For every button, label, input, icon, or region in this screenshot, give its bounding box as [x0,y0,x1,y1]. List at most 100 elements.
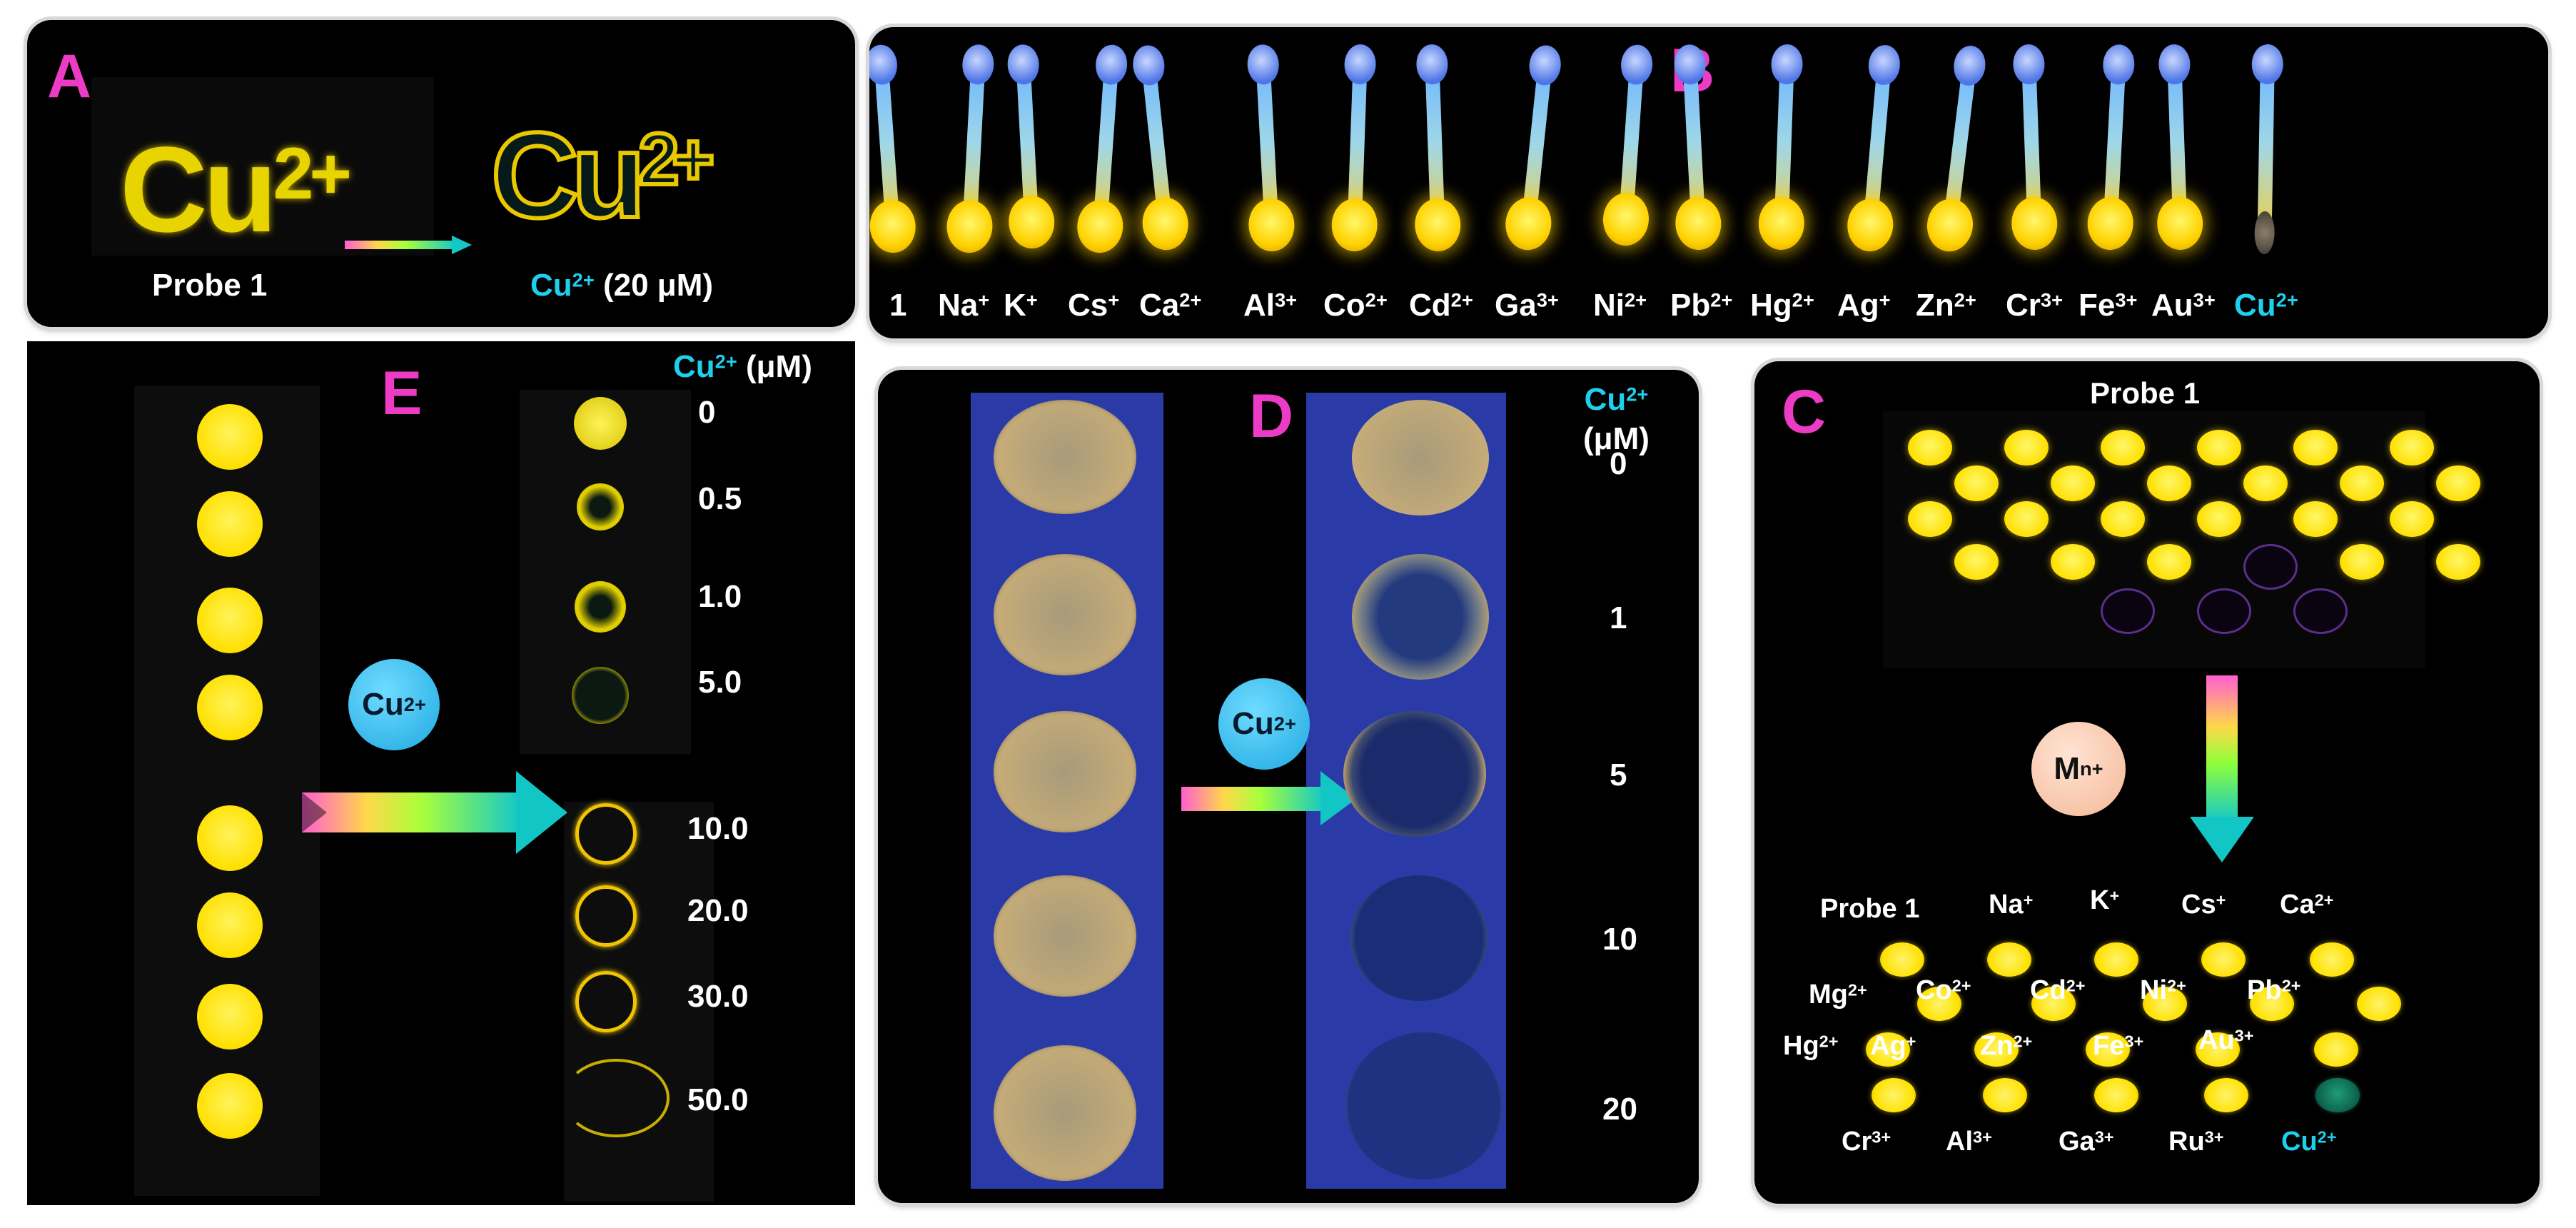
swab-label: Na+ [938,290,989,321]
result-conc: (20 μM) [602,268,714,303]
swab-label: Pb2+ [1670,290,1732,321]
test-dot-full [574,397,627,450]
swab-label-base: Na [938,288,979,323]
c-ion-label-sup: 2+ [2066,976,2086,995]
result-writing-text: Cu2+ [489,106,717,246]
swab-label-base: Hg [1750,288,1792,323]
panel-a-label: A [47,42,92,111]
bottom-well-lit [1880,942,1924,977]
c-ion-label-sup: + [2023,890,2034,910]
c-ion-label-base: Ga [2059,1127,2095,1157]
d-control-dot [994,711,1136,832]
swab-label-base: Zn [1916,288,1954,323]
bottom-well-quenched [2315,1078,2360,1112]
test-ring [575,971,637,1032]
control-dot [197,984,263,1050]
swab-bottom-tip [1414,197,1462,253]
c-ion-label: Fe3+ [2093,1032,2143,1060]
swab-cd [1403,41,1468,286]
swab-label-sup: 2+ [2276,288,2298,311]
swab-au [2145,41,2211,286]
swab-label: Ca2+ [1139,290,1201,321]
e-header-unit: (μM) [745,349,812,384]
swab-top-tip [869,44,899,86]
c-ion-label-sup: 2+ [2281,976,2301,995]
top-well-lit [2197,501,2241,537]
swab-bottom-tip [2086,196,2135,251]
swab-label-sup: + [1026,288,1038,311]
swab-top-tip [1620,44,1655,86]
swab-top-tip [1867,44,1902,86]
swab-label: Au3+ [2151,290,2216,321]
swab-label-base: K [1004,288,1026,323]
panel-a: A Cu2+ Probe 1 Cu2+ Cu2+ (20 μM) [27,20,855,327]
swab-k [994,40,1064,286]
d-badge-base: Cu [1232,706,1274,741]
top-well-lit [2436,544,2480,580]
control-dot [197,1073,263,1139]
swab-top-tip [2158,44,2191,85]
d-test-dot [1352,400,1489,515]
swab-top-tip [2012,44,2046,85]
swab-label: Cr3+ [2006,290,2063,321]
rainbow-arrow-e [302,771,567,854]
top-well-empty [2197,588,2251,634]
swab-bottom-tip [1674,196,1723,251]
d-test-dot [1343,711,1486,837]
top-well-lit [1908,501,1952,537]
bottom-well-lit [2250,987,2294,1021]
c-ion-label-sup: 3+ [2124,1032,2144,1051]
swab-bottom-tip [1757,196,1806,251]
c-ion-label-base: Cu [2281,1127,2318,1157]
panel-e-label: E [381,359,423,428]
c-ion-label-sup: 3+ [1872,1127,1891,1147]
swab-bottom-tip [2254,211,2276,255]
swab-pb [1660,40,1730,286]
swab-top-tip [1527,44,1563,87]
rainbow-arrow-d [1181,771,1356,825]
rainbow-arrow-a [345,236,472,254]
swab-label: Zn2+ [1916,290,1976,321]
bottom-well-lit [1872,1078,1916,1112]
test-dot-ring [572,667,629,724]
swab-label-base: Ga [1495,288,1537,323]
swab-label-sup: + [1879,288,1891,311]
c-ion-label-sup: + [1906,1032,1916,1051]
c-ion-label: Cs+ [2181,891,2226,918]
top-well-lit [2051,465,2095,501]
d-test-dot [1345,1032,1502,1179]
swab-bottom-tip [1924,196,1976,254]
top-well-empty [2243,544,2298,590]
d-control-dot [994,875,1136,997]
c-ion-label: Al3+ [1946,1128,1992,1155]
swab-label-base: Co [1323,288,1365,323]
panel-d-label: D [1249,382,1294,451]
swab-label: Cs+ [1068,290,1119,321]
top-well-empty [2101,588,2155,634]
c-ion-label: Ca2+ [2280,891,2333,918]
c-ion-label-sup: 2+ [1847,980,1867,1000]
swab-label-sup: 3+ [2193,288,2216,311]
bottom-well-lit [2031,987,2076,1021]
c-ion-label: Ag+ [1870,1032,1916,1060]
d-conc-label: 20 [1602,1092,1637,1127]
c-ion-label-sup: 2+ [1951,976,1971,995]
c-ion-label-sup: 2+ [1819,1032,1839,1051]
swab-bottom-tip [945,198,994,254]
panel-d-header: Cu2+ (μM) [1583,380,1650,458]
c-ion-label: Pb2+ [2247,977,2300,1004]
c-ion-label: Au3+ [2198,1027,2254,1054]
e-conc-label: 30.0 [687,979,749,1014]
swab-top-tip [2101,44,2136,86]
swab-bottom-tip [1007,194,1056,250]
swab-label: Hg2+ [1750,290,1814,321]
c-ion-label: Cd2+ [2030,977,2086,1004]
swab-hg [1751,41,1817,286]
c-ion-label-base: Na [1989,890,2024,920]
top-well-lit [1908,430,1952,465]
probe-writing-text: Cu2+ [120,120,352,260]
writing-sup: 2+ [273,133,352,215]
swab-bottom-tip [1139,195,1191,253]
probe-sample-writing: Cu2+ [91,77,434,258]
